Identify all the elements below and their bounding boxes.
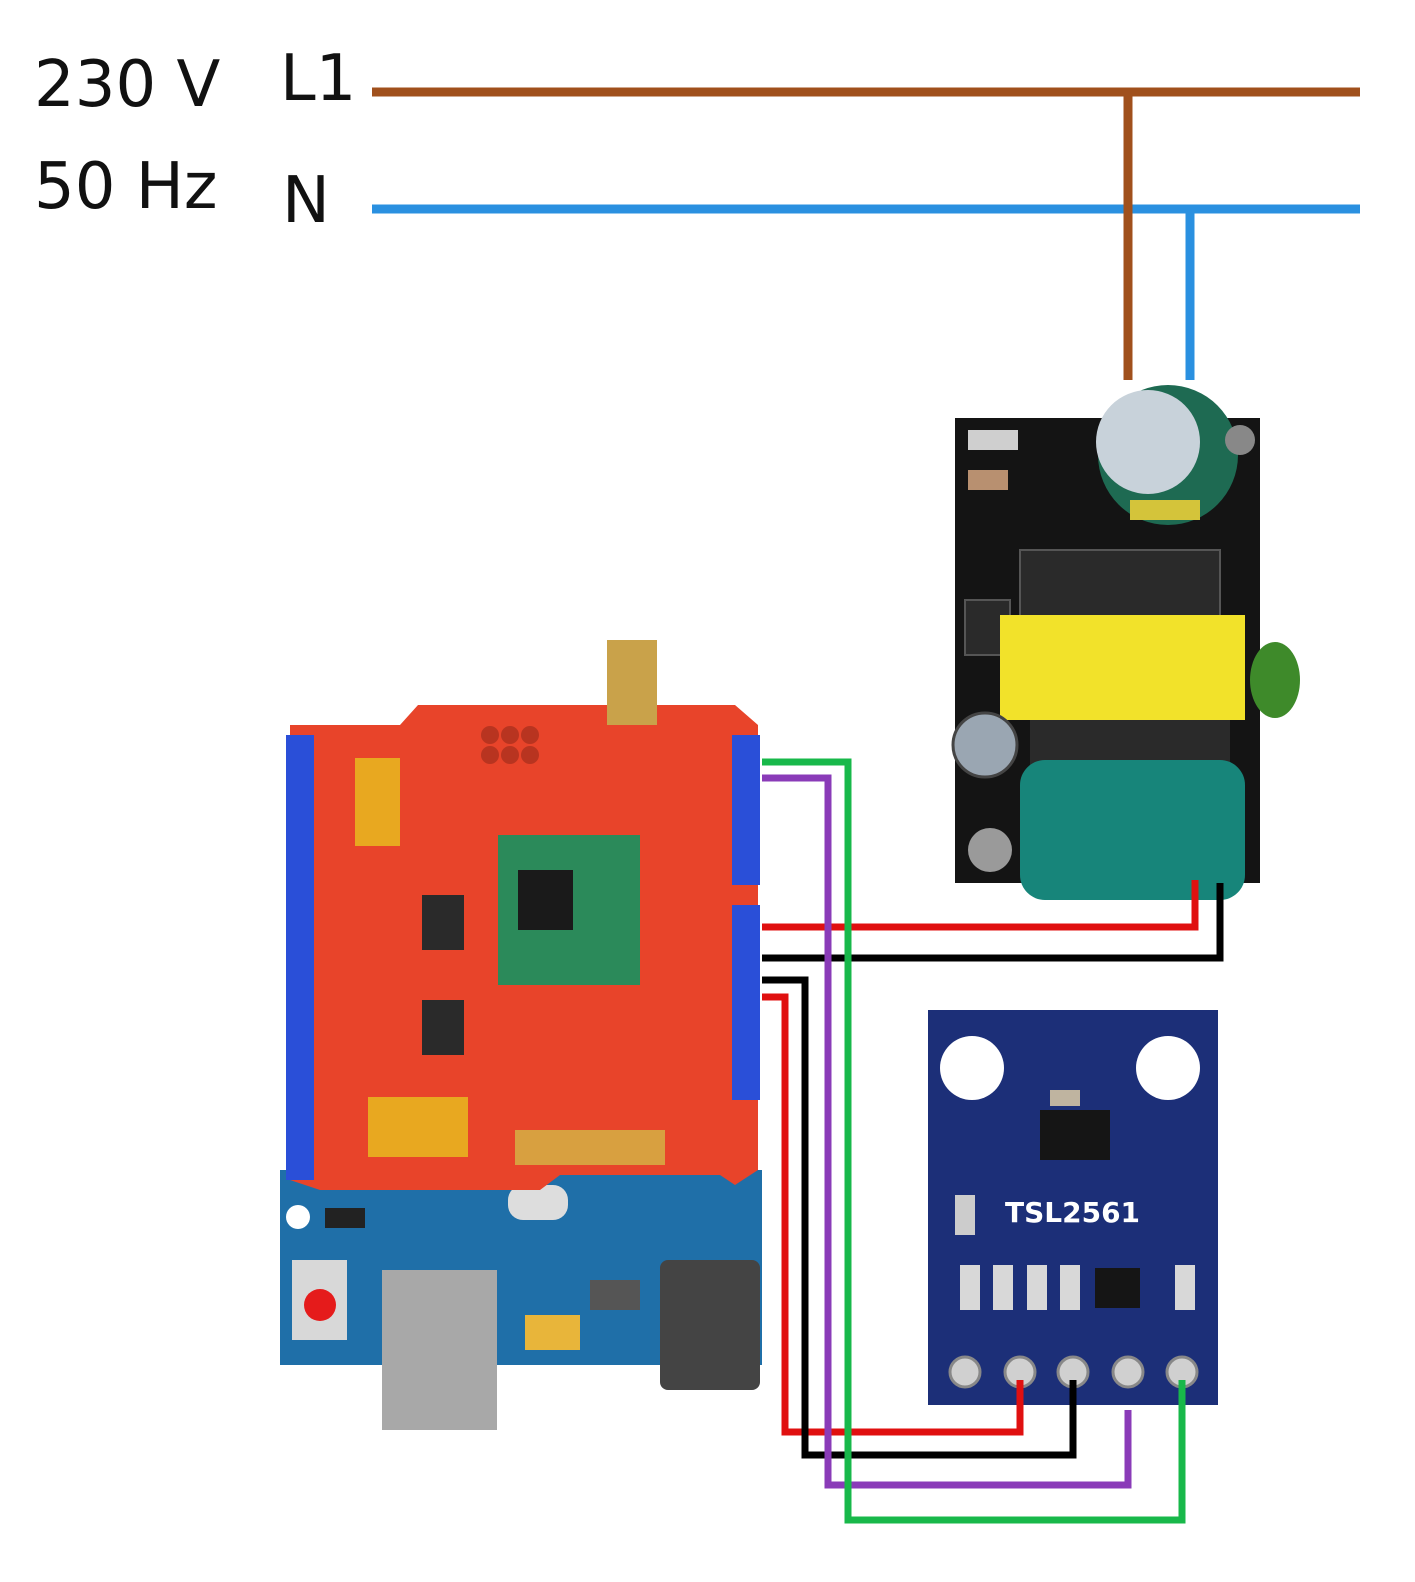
sensor-power-wire (762, 993, 1024, 1436)
voltage-label: 230 V (34, 48, 221, 122)
sensor-pin-scl (1111, 1355, 1145, 1389)
sensor-sda-wire (762, 758, 1186, 1524)
sensor-pin-vin (948, 1355, 982, 1389)
antenna-connector-icon (607, 640, 657, 725)
signal-wires (762, 758, 1224, 1524)
sensor-scl-wire (762, 774, 1132, 1489)
neutral-label: N (282, 164, 330, 238)
sensor-ground-wire (762, 976, 1077, 1459)
sensor-label: TSL2561 (1005, 1196, 1140, 1229)
line-label: L1 (280, 42, 356, 116)
psu-positive-wire (762, 880, 1199, 931)
reset-button-icon (304, 1289, 336, 1321)
lora-shield (286, 640, 760, 1190)
arduino-board (280, 1170, 762, 1430)
tsl2561-sensor-board: TSL2561 (928, 1010, 1218, 1405)
power-supply-module (951, 385, 1300, 900)
frequency-label: 50 Hz (34, 150, 218, 224)
psu-ground-wire (762, 883, 1224, 962)
mains-wires (372, 87, 1360, 380)
